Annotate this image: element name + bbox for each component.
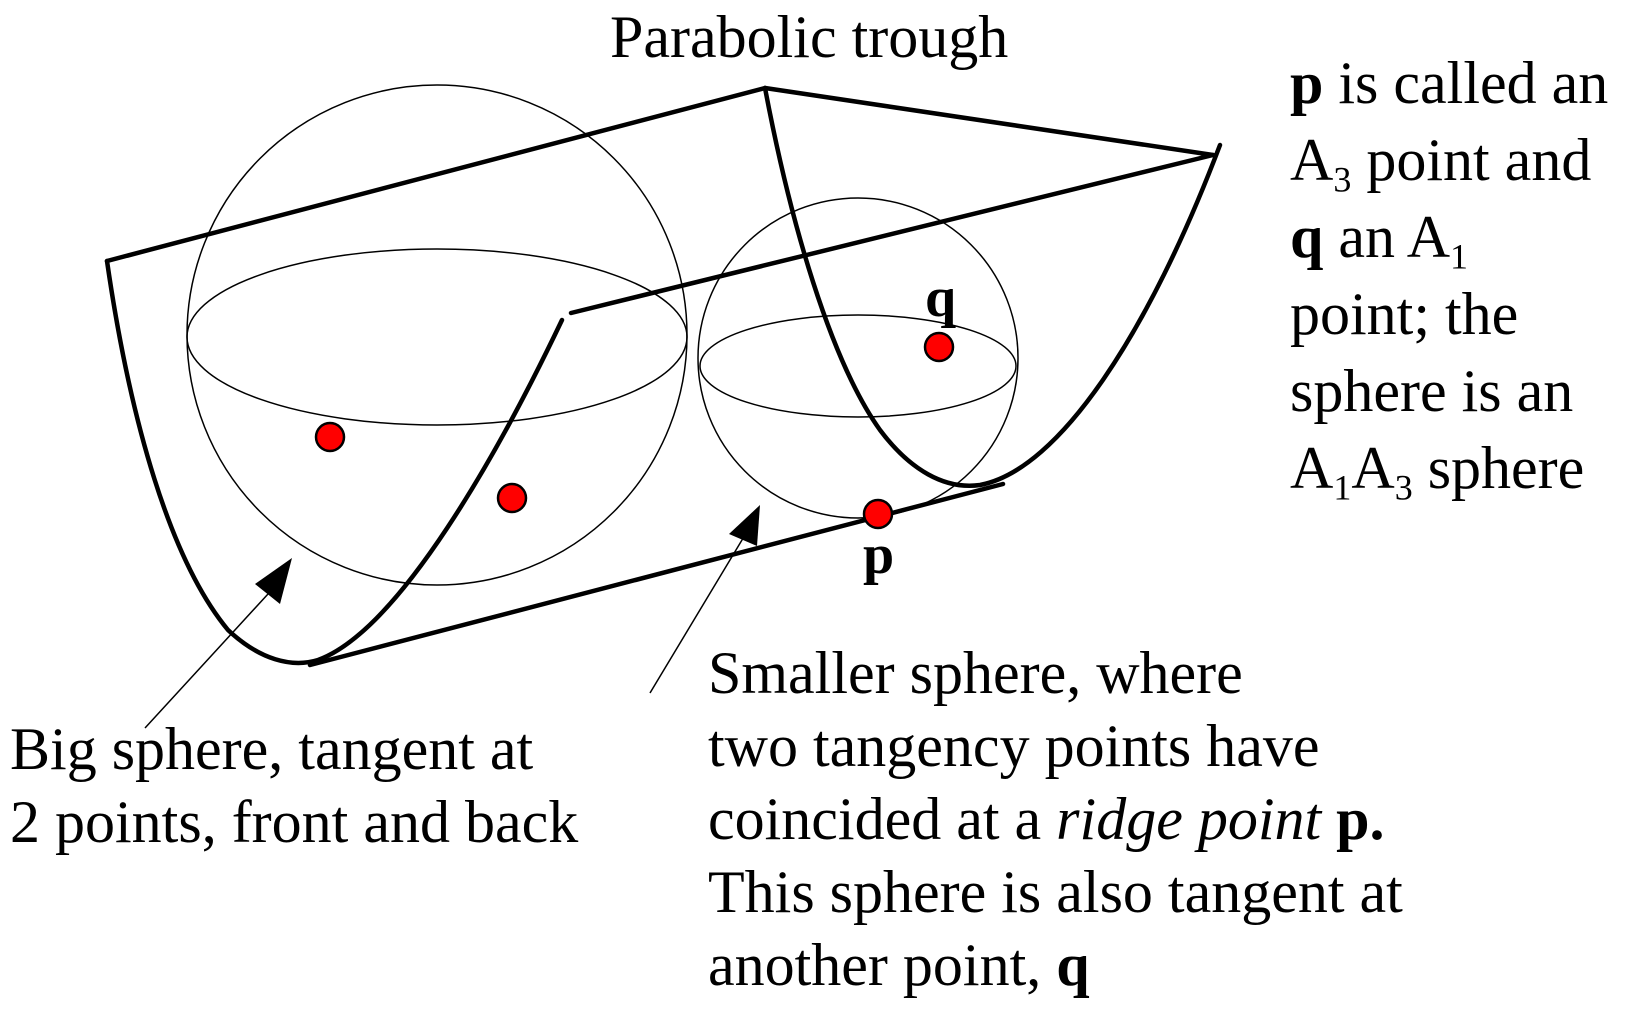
trough-far-parabola (762, 85, 1223, 488)
big-sphere-front-tangency-point (496, 482, 528, 514)
label-p: p (863, 524, 895, 586)
note-line: q an A1 (1290, 204, 1469, 277)
a1a3-explanation-caption: p is called an A3 point and q an A1 poin… (1290, 45, 1608, 507)
big-sphere-arrowhead (255, 558, 292, 604)
big-sphere-arrow-line (144, 593, 269, 729)
small-sphere (697, 197, 1019, 519)
trough-front-rim-edge (568, 152, 1216, 316)
small-sphere-caption: Smaller sphere, where two tangency point… (708, 637, 1403, 1002)
big-sphere-equator (186, 248, 688, 426)
big-sphere-caption-line: Big sphere, tangent at (10, 716, 534, 782)
small-sphere-arrowhead (729, 505, 760, 546)
note-line: point; the (1290, 281, 1519, 347)
small-sphere-equator (699, 314, 1017, 418)
trough-near-parabola (104, 258, 565, 666)
ridge-point-term: ridge point (1056, 786, 1322, 852)
small-sphere-caption-line: This sphere is also tangent at (708, 859, 1403, 925)
trough-back-top-edge (104, 85, 768, 264)
diagram-title: Parabolic trough (610, 4, 1009, 70)
small-sphere-caption-line: coincided at a ridge point p. (708, 786, 1385, 852)
note-line: p is called an (1290, 50, 1609, 116)
note-line: A3 point and (1290, 127, 1592, 200)
point-q (923, 331, 955, 363)
big-sphere-caption: Big sphere, tangent at 2 points, front a… (10, 713, 578, 859)
note-line: A1A3 sphere (1290, 435, 1585, 508)
small-sphere-caption-line: two tangency points have (708, 713, 1320, 779)
label-q: q (925, 267, 957, 329)
small-sphere-caption-line: another point, q (708, 932, 1090, 998)
big-sphere-back-tangency-point (314, 421, 346, 453)
small-sphere-arrow-line (649, 534, 746, 694)
note-line: sphere is an (1290, 358, 1574, 424)
big-sphere-caption-line: 2 points, front and back (10, 789, 579, 855)
trough-far-rim-edge (762, 85, 1216, 158)
small-sphere-caption-line: Smaller sphere, where (708, 640, 1243, 706)
point-p (862, 498, 894, 530)
big-sphere (186, 84, 688, 586)
